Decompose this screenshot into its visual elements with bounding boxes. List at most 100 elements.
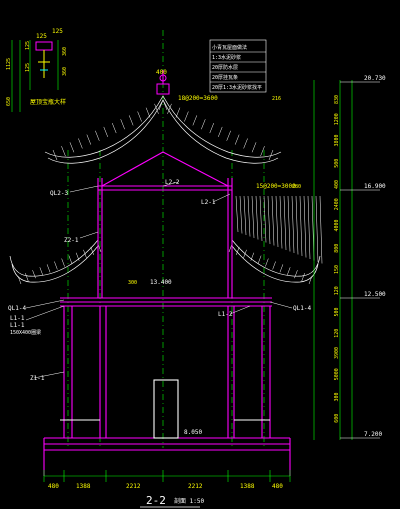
- label-l1-1a: L1-1: [10, 315, 25, 322]
- right-dimension-value: 5000: [334, 368, 340, 380]
- hatch-line: [239, 195, 243, 234]
- label-l1-1b: L1-1: [10, 322, 25, 329]
- hatch-line: [299, 195, 303, 257]
- hatch-line: [271, 195, 275, 246]
- rafter-line: [103, 126, 109, 138]
- hatch-line: [267, 195, 271, 245]
- right-dimension-value: 300: [334, 392, 340, 401]
- rafter-line: [95, 130, 100, 141]
- hatch-line: [243, 195, 247, 236]
- rafter-line: [201, 119, 206, 130]
- detail-dim-top-left: 125: [36, 33, 47, 40]
- bottom-dim-4: 2212: [188, 483, 203, 490]
- rafter-line: [46, 264, 51, 273]
- rafter-line: [217, 126, 223, 138]
- detail-dim-left-b: 125: [25, 63, 31, 72]
- right-dimension-value: 2400: [334, 198, 340, 210]
- detail-label: 屋顶宝瓶大样: [30, 98, 66, 106]
- rafter-line: [268, 149, 274, 161]
- rafter-line: [286, 267, 291, 276]
- rafter-line: [184, 111, 189, 122]
- hatch-line: [263, 195, 267, 243]
- bottom-dim-3: 2212: [126, 483, 141, 490]
- rafter-line: [236, 246, 240, 255]
- right-dimension-value: 800: [334, 244, 340, 253]
- rafter-line: [17, 275, 22, 285]
- drawing-scale: 剖面 1:50: [174, 497, 204, 505]
- rafter-line: [120, 119, 125, 130]
- right-dimension-value: 150: [334, 265, 340, 274]
- hatch-line: [311, 195, 315, 261]
- elevation-12500: 12.500: [364, 291, 386, 298]
- rafter-spec-lower-right: 280: [292, 184, 301, 190]
- rafter-line: [39, 267, 44, 276]
- rafter-line: [192, 115, 198, 126]
- rafter-line: [61, 146, 66, 157]
- right-dimension-value: 600: [334, 414, 340, 423]
- rafter-line: [209, 122, 215, 134]
- lower-roof: [9, 239, 321, 283]
- rafter-line: [294, 270, 298, 279]
- hatch-line: [303, 195, 307, 258]
- legend-row-3: 20厚挂瓦条: [212, 74, 238, 81]
- right-dimension-value: 120: [334, 329, 340, 338]
- right-dimension-value: 1200: [334, 113, 340, 125]
- rafter-spec-lower: 15@200=3000: [256, 183, 296, 190]
- rafter-line: [69, 142, 75, 153]
- right-dimension-value: 400: [334, 180, 340, 189]
- rafter-line: [78, 138, 83, 149]
- rafter-line: [90, 246, 94, 255]
- label-ql2-3: QL2-3: [50, 190, 68, 197]
- rafter-line: [154, 103, 159, 114]
- label-beam-size: 150X400圈梁: [10, 329, 41, 336]
- right-dimension-value: 3800: [334, 134, 340, 146]
- rafter-line: [158, 99, 164, 111]
- ridge-finial: [156, 70, 170, 95]
- right-dimension-value: 500: [334, 307, 340, 316]
- hatch-line: [319, 195, 323, 264]
- rafter-line: [272, 261, 276, 270]
- upper-roof: [44, 95, 282, 164]
- detail-dim-top-mid: 125: [52, 28, 63, 35]
- hatch-line: [235, 195, 239, 233]
- rafter-line: [251, 142, 257, 153]
- label-ql1-4-left: QL1-4: [8, 305, 26, 312]
- right-hatch: [235, 195, 323, 264]
- label-l2-1: L2-1: [201, 199, 216, 206]
- rafter-line: [32, 270, 36, 279]
- rafter-line: [308, 275, 313, 285]
- hatch-line: [287, 195, 291, 252]
- hatch-line: [255, 195, 259, 240]
- rafter-line: [128, 115, 134, 126]
- floor-level: 8.050: [184, 429, 202, 436]
- rafter-line: [265, 258, 269, 267]
- detail-dim-right-a: 360: [62, 47, 68, 56]
- right-dimension-value: 4000: [334, 219, 340, 231]
- legend-box: [209, 39, 267, 93]
- rafter-line: [52, 149, 58, 161]
- hatch-line: [295, 195, 299, 255]
- label-z2-1: Z2-1: [64, 237, 79, 244]
- bottom-dim-6: 480: [272, 483, 283, 490]
- structure: [43, 151, 291, 476]
- hatch-line: [247, 195, 251, 237]
- hatch-line: [283, 195, 287, 251]
- axis-lines: [67, 30, 265, 448]
- rafter-line: [162, 99, 168, 111]
- rafter-line: [279, 264, 284, 273]
- label-ql1-4-right: QL1-4: [293, 305, 311, 312]
- label-l2-2: L2-2: [165, 179, 180, 186]
- right-dimension-value: 3900: [334, 347, 340, 359]
- upper-rafters: [52, 99, 274, 161]
- hatch-line: [251, 195, 255, 239]
- bottom-dimension-lines: [43, 470, 291, 482]
- label-l1-2: L1-2: [218, 311, 233, 318]
- rafter-line: [226, 130, 231, 141]
- elevation-markers: [340, 81, 380, 439]
- right-dimension-value: 120: [334, 286, 340, 295]
- hatch-line: [259, 195, 263, 242]
- rafter-line: [137, 111, 142, 122]
- elevation-20730: 20.730: [364, 75, 386, 82]
- hatch-line: [307, 195, 311, 260]
- rafter-line: [175, 107, 181, 118]
